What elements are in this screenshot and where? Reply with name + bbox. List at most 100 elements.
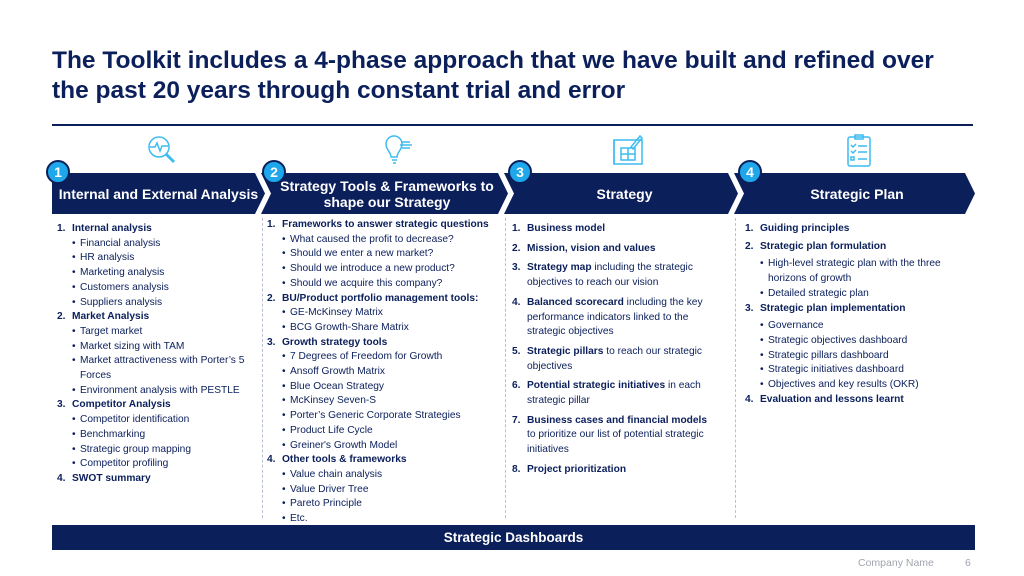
bullet-text: Target market [80,325,143,337]
bullet-icon: • [760,334,764,346]
bullet-text: Financial analysis [80,237,161,249]
bullet-text: Benchmarking [80,428,146,440]
column-divider [262,218,263,518]
item-rest: including the strategic objectives to re… [527,262,693,289]
bullet-item: •High-level strategic plan with the thre… [745,257,955,286]
item-text: Mission, vision and values [527,242,656,257]
bullet-icon: • [72,340,76,352]
bullet-item: •Market attractiveness with Porter’s 5 F… [57,354,260,383]
bullet-text: Value Driver Tree [290,483,369,495]
bullet-icon: • [72,296,76,308]
bullet-text: Greiner's Growth Model [290,439,398,451]
item-text: Business cases and financial models to p… [527,414,712,458]
bullet-icon: • [760,258,764,270]
section-heading: 1.Internal analysis [57,222,260,237]
bullet-item: •Product Life Cycle [267,424,503,439]
section-number: 1. [267,219,276,230]
bullet-item: • Benchmarking [57,428,260,443]
strategy-item: 8.Project prioritization [512,463,712,478]
bullet-icon: • [282,498,286,510]
section-number: 1. [57,223,66,234]
item-number: 1. [512,223,521,234]
section-heading: 2.Market Analysis [57,310,260,325]
bullet-icon: • [282,439,286,451]
analysis-magnifier-icon [148,136,176,164]
bullet-icon: • [282,277,286,289]
bullet-icon: • [282,468,286,480]
bullet-item: •Value chain analysis [267,468,503,483]
bullet-icon: • [760,364,764,376]
item-text: Strategic pillars to reach our strategic… [527,345,712,374]
bullet-text: Strategic initiatives dashboard [768,364,904,376]
bullet-text: Competitor profiling [80,458,169,470]
bullet-item: •Strategic objectives dashboard [745,334,955,349]
section-title: Frameworks to answer strategic questions [282,219,489,230]
clipboard-checklist-icon [847,134,871,167]
bullet-item: •Etc. [267,512,503,527]
bullet-text: Objectives and key results (OKR) [768,379,919,391]
bullet-icon: • [72,325,76,337]
footer-company: Company Name [858,557,934,569]
bullet-icon: • [282,424,286,436]
section-heading: 4.SWOT summary [57,472,260,487]
section-title: Growth strategy tools [282,336,388,348]
section-title: BU/Product portfolio management tools: [282,292,479,304]
phase-1-number: 1 [46,160,70,184]
section-title: Other tools & frameworks [282,454,407,466]
bullet-item: •What caused the profit to decrease? [267,233,503,248]
bullet-icon: • [282,483,286,495]
phase-3-number: 3 [508,160,532,184]
bullet-icon: • [72,281,76,293]
bullet-item: •Marketing analysis [57,266,260,281]
section-title: SWOT summary [72,472,151,484]
strategy-item: 3. Strategy map including the strategic o… [512,261,712,290]
bullet-text: Suppliers analysis [80,296,163,308]
item-number: 7. [512,414,521,426]
phase-1-label: Internal and External Analysis [58,185,259,202]
item-number: 2. [512,242,521,254]
bullet-item: •Pareto Principle [267,497,503,512]
strategy-item: 2. Mission, vision and values [512,242,712,257]
item-rest: including the key performance indicators… [527,296,703,338]
item-number: 3. [512,262,521,274]
bullet-item: • Strategic initiatives dashboard [745,363,955,378]
bullet-text: Porter’s Generic Corporate Strategies [290,410,461,422]
section-heading: 2.Strategic plan formulation [745,240,955,255]
item-bold: Strategic pillars [527,345,604,357]
bullet-item: •Should we enter a new market? [267,247,503,262]
section-number: 3. [57,399,66,411]
item-text: Strategy map including the strategic obj… [527,261,712,290]
section-title: Competitor Analysis [72,399,171,411]
bullet-text: BCG Growth-Share Matrix [290,321,409,333]
bullet-text: Governance [768,320,824,332]
phase-4-label: Strategic Plan [810,185,904,202]
strategic-dashboards-bar: Strategic Dashboards [52,525,975,550]
bullet-icon: • [72,428,76,440]
bullet-text: McKinsey Seven-S [290,395,377,407]
section-title: Market Analysis [72,311,150,323]
bullet-icon: • [72,237,76,249]
bullet-text: Should we acquire this company? [290,277,443,289]
bullet-icon: • [282,321,286,333]
bullet-icon: • [760,379,764,391]
bullet-item: •Competitor profiling [57,457,260,472]
bullet-icon: • [282,233,286,245]
phase-2-label: Strategy Tools & Frameworks to shape our… [280,177,494,210]
column-tools: 1. Frameworks to answer strategic questio… [267,218,503,527]
bullet-icon: • [282,248,286,260]
bullet-item: • Financial analysis [57,237,260,252]
bullet-item: •Blue Ocean Strategy [267,380,503,395]
section-title: Strategic plan implementation [760,302,906,314]
item-number: 5. [512,345,521,357]
section-title: Strategic plan formulation [760,240,887,252]
column-divider [735,218,736,518]
bullet-icon: • [760,349,764,361]
phase-3-label: Strategy [596,185,653,202]
bullet-item: •Market sizing with TAM [57,340,260,355]
bullet-item: •Strategic group mapping [57,443,260,458]
phase-2-number: 2 [262,160,286,184]
item-rest: to reach our strategic objectives [527,345,702,372]
bullet-text: Customers analysis [80,281,169,293]
bullet-item: • Suppliers analysis [57,296,260,311]
